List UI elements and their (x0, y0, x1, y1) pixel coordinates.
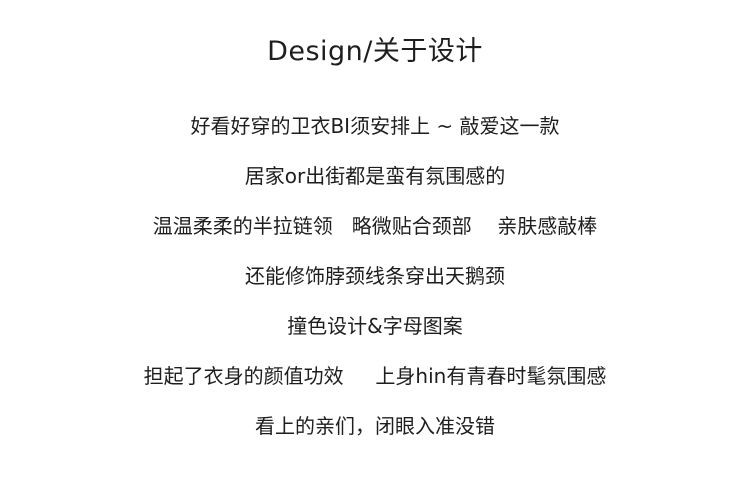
description-line-4: 还能修饰脖颈线条穿出天鹅颈 (245, 264, 505, 288)
description-line-5: 撞色设计&字母图案 (287, 314, 463, 338)
description-line-1: 好看好穿的卫衣BI须安排上 ~ 敲爱这一款 (190, 114, 560, 138)
description-lines: 好看好穿的卫衣BI须安排上 ~ 敲爱这一款 居家or出街都是蛮有氛围感的 温温柔… (0, 106, 750, 456)
description-line-7: 看上的亲们，闭眼入准没错 (255, 414, 495, 438)
section-title: Design/关于设计 (267, 36, 483, 67)
description-line-6: 担起了衣身的颜值功效 上身hin有青春时髦氛围感 (143, 364, 607, 388)
description-line-2: 居家or出街都是蛮有氛围感的 (244, 164, 506, 188)
description-line-3: 温温柔柔的半拉链领 略微贴合颈部 亲肤感敲棒 (152, 214, 598, 238)
